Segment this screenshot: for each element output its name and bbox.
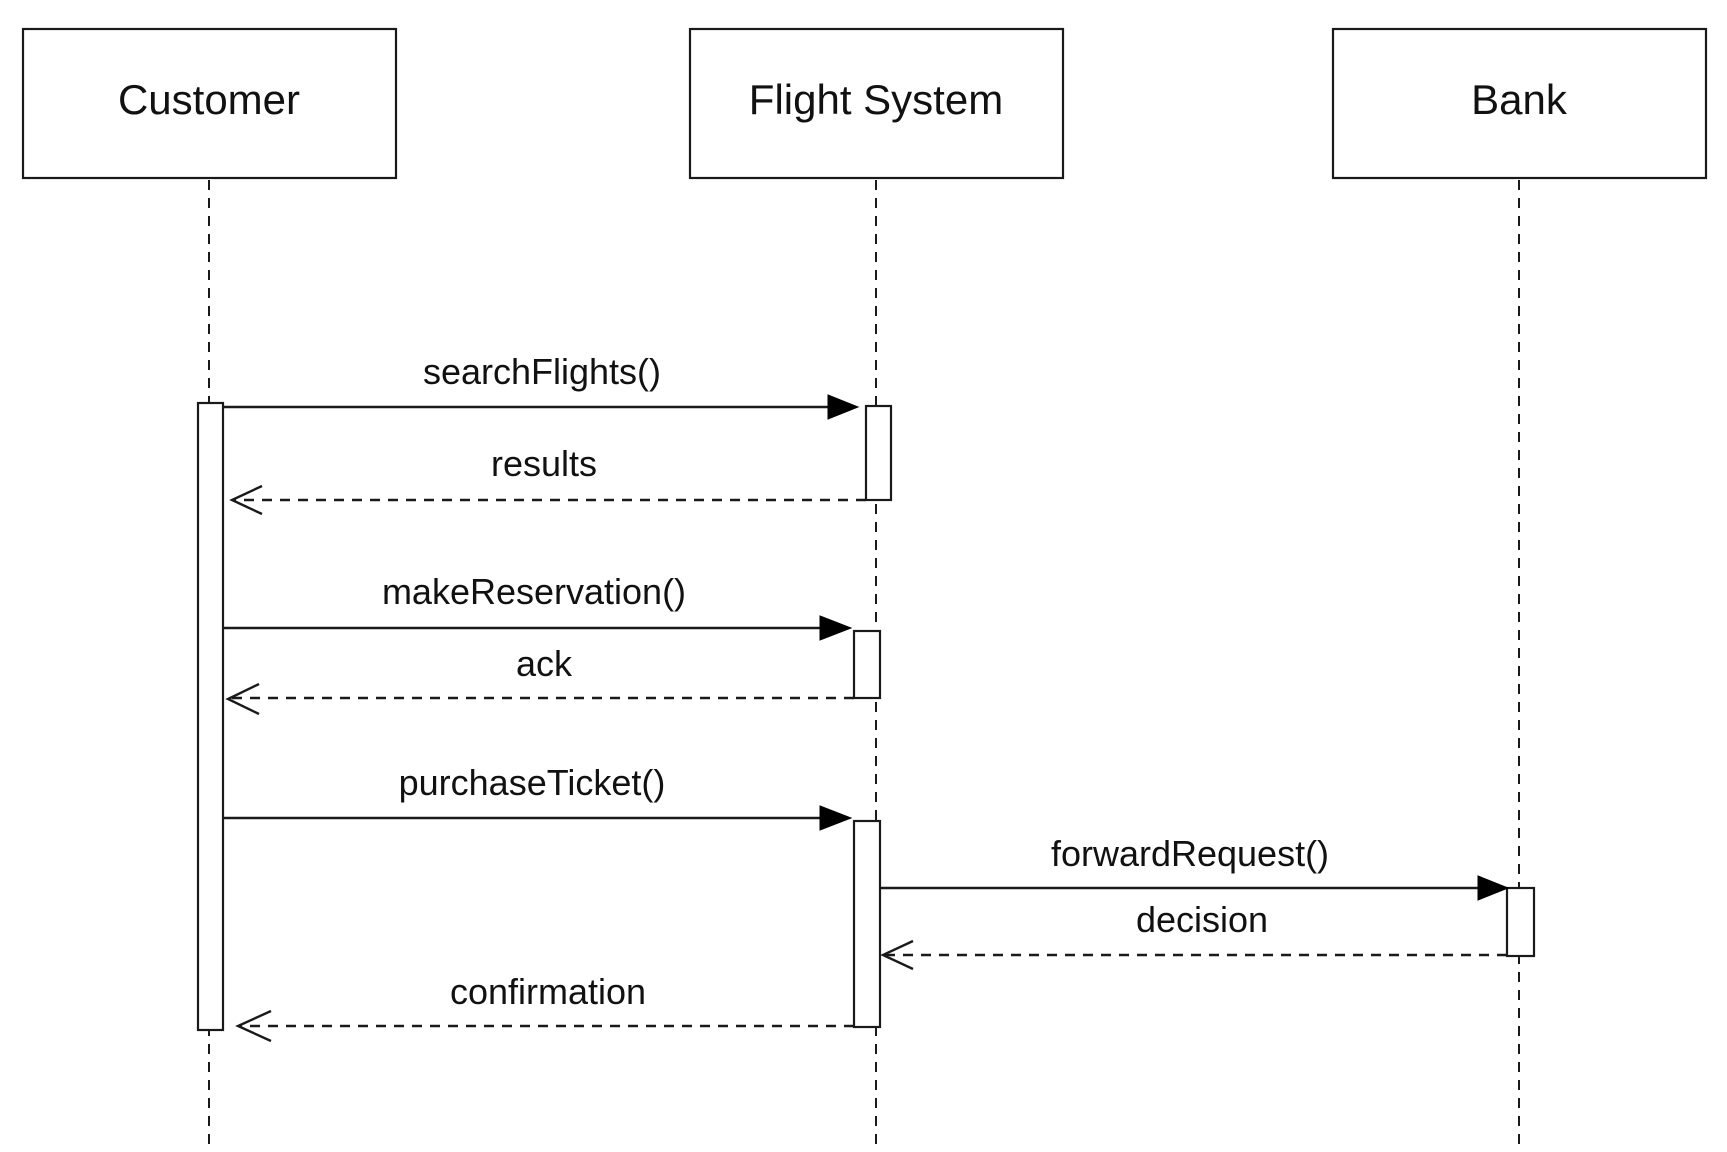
arrowhead-filled-icon [827,394,860,420]
message-forward-request: forwardRequest() [880,833,1510,901]
participant-label-customer: Customer [118,76,300,123]
message-label: decision [1136,899,1268,940]
activation-flight-system-purchase [852,819,882,1029]
participant-label-flight-system: Flight System [749,76,1003,123]
activation-bank [1505,886,1536,958]
message-search-flights: searchFlights() [223,351,860,420]
arrowhead-filled-icon [1477,875,1510,901]
arrowhead-open-icon [229,484,263,516]
message-confirmation: confirmation [235,971,854,1043]
message-ack: ack [225,643,854,716]
arrowhead-filled-icon [819,615,853,641]
participant-box-flight-system [688,27,1065,180]
message-label: forwardRequest() [1051,833,1329,874]
participant-box-customer [21,27,398,180]
message-decision: decision [880,899,1507,971]
activation-flight-system-search [864,404,893,502]
activation-flight-system-reservation [852,629,882,700]
participant-bank: Bank [1331,27,1708,180]
message-label: results [491,443,597,484]
message-label: ack [516,643,573,684]
message-make-reservation: makeReservation() [223,571,853,641]
message-label: confirmation [450,971,646,1012]
participant-box-bank [1331,27,1708,180]
arrowhead-filled-icon [819,805,853,831]
arrowhead-open-icon [235,1009,272,1043]
message-label: searchFlights() [423,351,661,392]
participant-customer: Customer [21,27,398,180]
arrowhead-open-icon [880,939,914,971]
message-purchase-ticket: purchaseTicket() [223,762,853,831]
activation-customer [196,401,225,1032]
message-label: purchaseTicket() [399,762,666,803]
arrowhead-open-icon [225,682,260,716]
participant-flight-system: Flight System [688,27,1065,180]
message-results: results [229,443,866,516]
participant-label-bank: Bank [1471,76,1568,123]
message-label: makeReservation() [382,571,686,612]
